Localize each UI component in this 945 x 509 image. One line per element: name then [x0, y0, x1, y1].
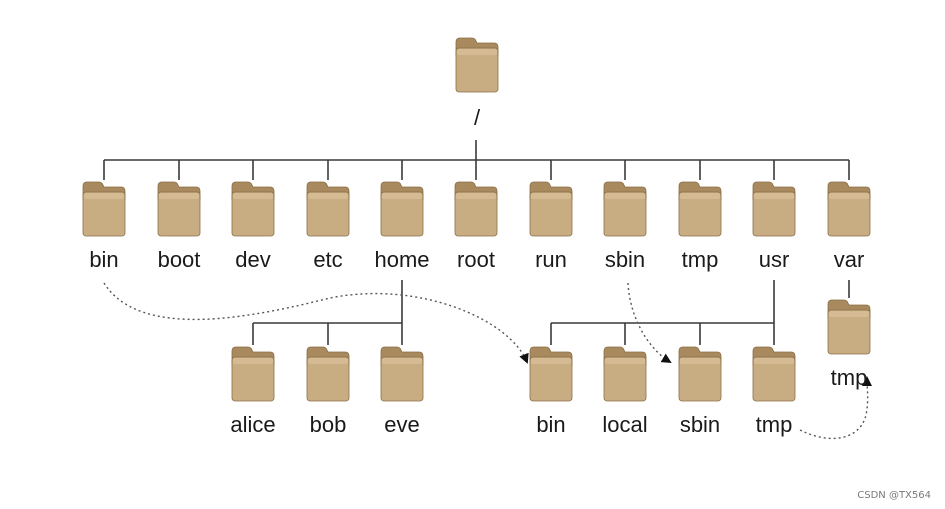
folder-icon [670, 345, 730, 408]
folder-root[interactable]: root [446, 180, 506, 273]
folder-home-alice[interactable]: alice [223, 345, 283, 438]
folder-icon [819, 180, 879, 243]
folder-icon [223, 345, 283, 408]
folder-var-tmp[interactable]: tmp [819, 298, 879, 391]
folder-icon [744, 180, 804, 243]
folder-icon [74, 180, 134, 243]
folder-icon [819, 298, 879, 361]
folder-icon [447, 36, 507, 99]
watermark: CSDN @TX564 [857, 490, 931, 501]
folder-label: usr [758, 247, 790, 272]
folder-icon [372, 180, 432, 243]
folder-bin[interactable]: bin [74, 180, 134, 273]
folder-label: bin [89, 247, 119, 272]
folder-usr-sbin[interactable]: sbin [670, 345, 730, 438]
folder-label: alice [230, 412, 276, 437]
folder-label: bin [536, 412, 566, 437]
folder-boot[interactable]: boot [149, 180, 209, 273]
folder-label: home [374, 247, 430, 272]
folder-icon [595, 180, 655, 243]
folder-usr-bin[interactable]: bin [521, 345, 581, 438]
folder-icon [298, 345, 358, 408]
folder-icon [744, 345, 804, 408]
folder-label: tmp [755, 412, 793, 437]
folder-icon [595, 345, 655, 408]
folder-icon [372, 345, 432, 408]
folder-icon [149, 180, 209, 243]
symlink-bin-to-usr-bin [103, 282, 529, 364]
folder-usr[interactable]: usr [744, 180, 804, 273]
folder-icon [521, 345, 581, 408]
folder-label: var [833, 247, 865, 272]
folder-label: dev [235, 247, 271, 272]
folder-tmp[interactable]: tmp [670, 180, 730, 273]
folder-icon [446, 180, 506, 243]
folder-label: bob [309, 412, 347, 437]
folder-sbin[interactable]: sbin [595, 180, 655, 273]
folder-label: sbin [604, 247, 646, 272]
folder-usr-tmp[interactable]: tmp [744, 345, 804, 438]
folder-icon [521, 180, 581, 243]
folder-label: eve [384, 412, 420, 437]
folder-label: etc [313, 247, 343, 272]
folder-label: sbin [679, 412, 721, 437]
folder-home[interactable]: home [372, 180, 432, 273]
folder-home-eve[interactable]: eve [372, 345, 432, 438]
folder-label: tmp [681, 247, 719, 272]
folder-usr-local[interactable]: local [595, 345, 655, 438]
folder-run[interactable]: run [521, 180, 581, 273]
folder-etc[interactable]: etc [298, 180, 358, 273]
folder-label: tmp [830, 365, 868, 390]
folder-label: root [457, 247, 495, 272]
folder-label: boot [157, 247, 201, 272]
folder-icon [670, 180, 730, 243]
folder-label-root: / [473, 105, 481, 130]
symlink-sbin-to-usr-sbin [627, 282, 672, 364]
folder-label: local [602, 412, 648, 437]
folder-root[interactable]: / [447, 36, 507, 131]
folder-label: run [535, 247, 567, 272]
folder-var[interactable]: var [819, 180, 879, 273]
folder-icon [223, 180, 283, 243]
folder-icon [298, 180, 358, 243]
folder-dev[interactable]: dev [223, 180, 283, 273]
folder-home-bob[interactable]: bob [298, 345, 358, 438]
